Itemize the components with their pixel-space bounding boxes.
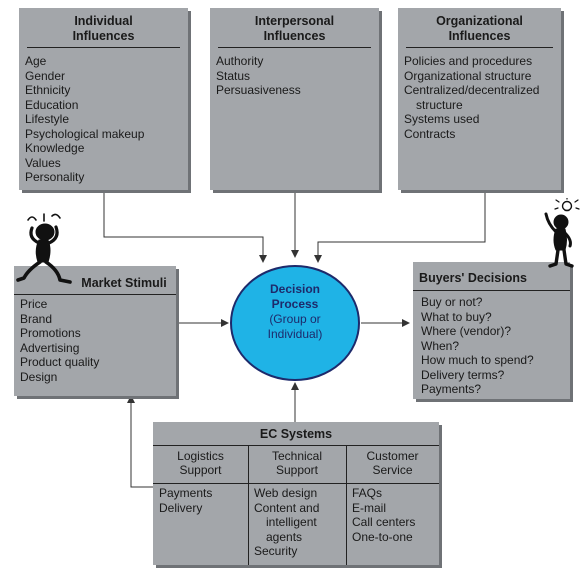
list-item: Persuasiveness [216, 83, 301, 97]
title-line: Influences [448, 29, 511, 43]
list-item: Content and [254, 500, 320, 515]
list-item: Lifestyle [25, 112, 70, 126]
list-item: Advertising [20, 340, 80, 355]
arrow-individual-to-decision [103, 190, 267, 263]
title-line: Influences [72, 29, 135, 43]
ec-column-logistics: Payments Delivery [159, 486, 212, 515]
title-line: Individual [74, 14, 133, 28]
list-item: Web design [254, 486, 318, 500]
list-item: Price [20, 297, 48, 311]
list-item: Gender [25, 68, 66, 83]
list-item: Values [25, 155, 61, 170]
list-item: What to buy? [421, 309, 492, 324]
ec-column-technical: Web design Content and intelligent agent… [254, 486, 319, 559]
list-item: Knowledge [25, 141, 85, 155]
market-stimuli-divider [14, 294, 176, 295]
market-stimuli-list: Price Brand Promotions Advertising Produ… [14, 297, 99, 384]
list-item: One-to-one [352, 529, 413, 544]
list-item: Status [216, 68, 251, 83]
list-item: Age [25, 54, 47, 68]
decision-process-title: Decision [269, 282, 320, 296]
buyers-decisions-title: Buyers' Decisions [419, 271, 527, 285]
list-item: Payments [159, 486, 213, 500]
list-item: Where (vendor)? [421, 324, 512, 338]
ec-header-line: Logistics [177, 449, 224, 463]
ec-column-customer: FAQs E-mail Call centers One-to-one [352, 486, 415, 544]
ec-header-technical: Technical Support [248, 446, 346, 480]
title-line: Influences [263, 29, 326, 43]
title-line: Interpersonal [254, 14, 335, 28]
list-item: Education [25, 97, 79, 112]
list-item: Payments? [421, 382, 482, 396]
list-item: Policies and procedures [404, 54, 533, 68]
list-item: Psychological makeup [25, 126, 145, 141]
list-item: Delivery [159, 500, 203, 515]
arrow-organizational-to-decision [314, 190, 486, 263]
decision-process-ellipse [230, 265, 360, 381]
list-item: Systems used [404, 112, 480, 126]
ec-systems-box: EC Systems Logistics Support Technical S… [153, 422, 439, 565]
ec-header-customer: Customer Service [346, 446, 439, 480]
individual-influences-title: Individual Influences [27, 14, 180, 48]
decision-process-title: Process [271, 297, 319, 311]
list-item: Centralized/decentralized structure [404, 83, 540, 112]
list-item: Organizational structure [404, 68, 532, 83]
interpersonal-influences-box: Interpersonal Influences Authority Statu… [210, 8, 379, 190]
list-item: Personality [25, 170, 85, 184]
list-item: Ethnicity [25, 83, 71, 97]
ec-header-line: Technical [271, 449, 323, 463]
ec-column-divider [346, 445, 347, 565]
confused-stick-figure-icon [16, 213, 72, 284]
ec-column-divider [248, 445, 249, 565]
list-item: agents [266, 529, 303, 544]
market-stimuli-title: Market Stimuli [81, 276, 167, 290]
list-item: How much to spend? [421, 353, 534, 367]
buyers-decisions-list: Buy or not? What to buy? Where (vendor)?… [415, 295, 534, 397]
list-item: Design [20, 369, 58, 384]
title-line: Organizational [436, 14, 523, 28]
list-item: intelligent [266, 515, 317, 529]
ec-systems-title: EC Systems [259, 427, 333, 441]
buyers-decisions-divider [413, 290, 570, 291]
decision-process-label: Decision Process (Group or Individual) [232, 282, 358, 342]
arrow-ec-to-market [127, 395, 153, 488]
list-item: E-mail [352, 500, 387, 515]
list-item: Authority [216, 54, 264, 68]
list-item: Product quality [20, 355, 100, 369]
market-stimuli-box: Market Stimuli Price Brand Promotions Ad… [14, 266, 176, 396]
list-item: Contracts [404, 126, 456, 141]
ec-header-line: Customer [366, 449, 419, 463]
list-item: Promotions [20, 326, 81, 340]
list-item: FAQs [352, 486, 383, 500]
individual-influences-list: Age Gender Ethnicity Education Lifestyle… [19, 54, 188, 185]
list-item: Brand [20, 311, 53, 326]
decision-process-subtitle: (Group or [269, 312, 321, 326]
interpersonal-influences-list: Authority Status Persuasiveness [210, 54, 379, 98]
ec-header-line: Service [372, 463, 413, 477]
ec-divider-mid [153, 483, 439, 484]
ec-header-line: Support [275, 463, 319, 477]
ec-header-line: Support [179, 463, 222, 477]
list-item: Call centers [352, 515, 416, 529]
decision-process-subtitle: Individual) [267, 327, 323, 341]
list-item: Security [254, 544, 298, 558]
organizational-influences-title: Organizational Influences [406, 14, 553, 48]
list-item: When? [421, 338, 460, 353]
list-item: Delivery terms? [421, 367, 505, 382]
interpersonal-influences-title: Interpersonal Influences [218, 14, 371, 48]
buyers-decisions-box: Buyers' Decisions Buy or not? What to bu… [413, 262, 570, 399]
organizational-influences-box: Organizational Influences Policies and p… [398, 8, 561, 190]
ec-divider-top [153, 445, 439, 446]
idea-stick-figure-icon [544, 198, 580, 268]
organizational-influences-list: Policies and procedures Organizational s… [398, 54, 561, 141]
individual-influences-box: Individual Influences Age Gender Ethnici… [19, 8, 188, 190]
ec-header-logistics: Logistics Support [153, 446, 248, 480]
list-item: Buy or not? [421, 295, 483, 309]
